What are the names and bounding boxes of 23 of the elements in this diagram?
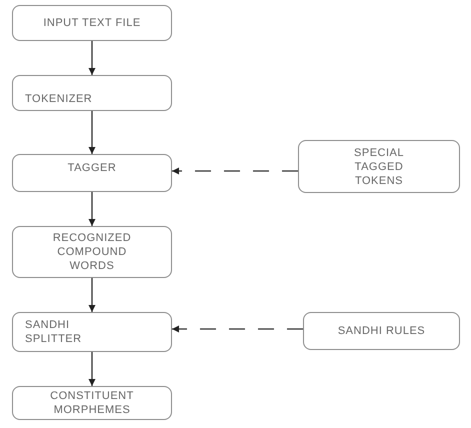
box-label: SANDHI SPLITTER: [25, 318, 83, 346]
process-box: [12, 312, 172, 352]
dashed-arrow: [172, 168, 298, 174]
process-box: [12, 154, 172, 192]
dashed-arrow: [172, 326, 303, 332]
box-label: SPECIAL TAGGED TOKENS: [353, 146, 405, 188]
box-label: SANDHI RULES: [338, 324, 426, 338]
box-label: INPUT TEXT FILE: [42, 16, 142, 30]
process-box: [12, 386, 172, 420]
process-box: [298, 140, 460, 193]
process-box: [12, 75, 172, 111]
arrow: [88, 278, 96, 312]
box-label: TAGGER: [68, 161, 116, 175]
arrow: [88, 192, 96, 226]
process-box: [12, 226, 172, 278]
box-label: CONSTITUENT MORPHEMES: [49, 389, 135, 417]
process-box: [303, 312, 460, 350]
arrow: [88, 352, 96, 386]
box-label: RECOGNIZED COMPOUND WORDS: [52, 231, 132, 273]
process-box: [12, 5, 172, 41]
arrow: [88, 41, 96, 75]
arrow: [88, 111, 96, 154]
box-label: TOKENIZER: [25, 92, 92, 106]
